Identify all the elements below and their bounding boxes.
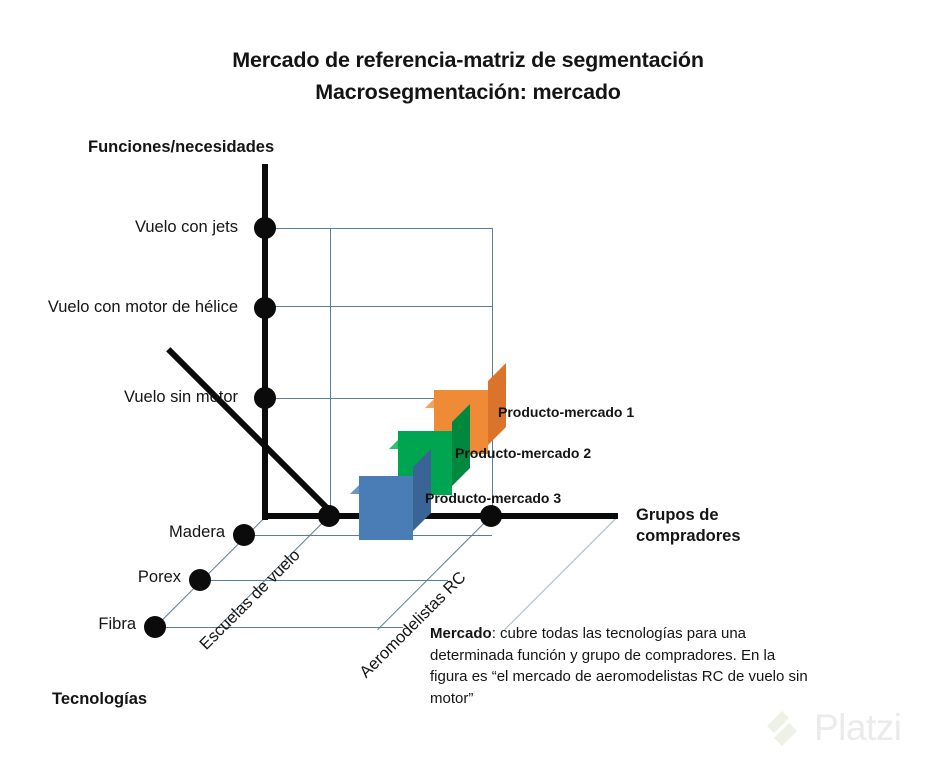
- cube-label-producto-mercado-3: Producto-mercado 3: [425, 490, 562, 506]
- y-axis-title: Funciones/necesidades: [88, 138, 275, 156]
- y-axis-dot-vuelo-con-motor-de-helice: [254, 297, 276, 319]
- platzi-watermark-text: Platzi: [814, 707, 902, 748]
- z-axis-line: [166, 347, 341, 522]
- grid-line-backwall-v-1: [330, 228, 331, 516]
- platzi-watermark: Platzi: [762, 706, 902, 750]
- y-axis-label-vuelo-con-motor-de-helice: Vuelo con motor de hélice: [47, 298, 238, 316]
- y-axis-line: [262, 164, 268, 520]
- x-axis-dot-escuelas-de-vuelo: [318, 505, 340, 527]
- y-axis-label-vuelo-con-jets: Vuelo con jets: [134, 218, 238, 236]
- grid-line-backwall-h-low: [266, 398, 492, 399]
- page-title-line-2: Macrosegmentación: mercado: [315, 80, 621, 104]
- z-axis-label-fibra: Fibra: [98, 615, 136, 633]
- caption-lead: Mercado: [430, 625, 492, 642]
- caption-block: Mercado: cubre todas las tecnologías par…: [430, 623, 810, 709]
- y-axis-label-vuelo-sin-motor: Vuelo sin motor: [123, 388, 238, 406]
- x-axis-title: Grupos de compradores: [636, 506, 741, 545]
- z-axis-dot-fibra: [144, 616, 166, 638]
- grid-line-floor-h-porex: [200, 580, 448, 581]
- page-title-line-1: Mercado de referencia-matriz de segmenta…: [232, 48, 704, 72]
- z-axis-dot-porex: [189, 569, 211, 591]
- caption-body: : cubre todas las tecnologías para una d…: [430, 625, 808, 707]
- x-axis-dot-aeromodelistas-rc: [480, 505, 502, 527]
- z-axis-label-porex: Porex: [137, 568, 181, 586]
- x-axis-line: [264, 513, 618, 519]
- y-axis-dot-vuelo-con-jets: [254, 217, 276, 239]
- z-axis-dot-madera: [233, 524, 255, 546]
- platzi-logo-icon: [767, 711, 797, 746]
- z-axis-title: Tecnologías: [52, 690, 148, 708]
- cube-label-producto-mercado-2: Producto-mercado 2: [455, 445, 592, 461]
- y-axis-dot-vuelo-sin-motor: [254, 387, 276, 409]
- z-axis-label-madera: Madera: [169, 523, 225, 541]
- grid-line-floor-d-edge: [504, 516, 618, 631]
- grid-line-backwall-h-top: [266, 228, 492, 229]
- grid-line-floor-h-fibra: [155, 627, 403, 628]
- grid-line-backwall-v-2: [492, 228, 493, 516]
- x-axis-label-escuelas-de-vuelo: Escuelas de vuelo: [196, 546, 304, 654]
- grid-line-backwall-h-mid: [266, 306, 492, 307]
- cube-3-front-face: [359, 476, 413, 540]
- cube-label-producto-mercado-1: Producto-mercado 1: [498, 404, 635, 420]
